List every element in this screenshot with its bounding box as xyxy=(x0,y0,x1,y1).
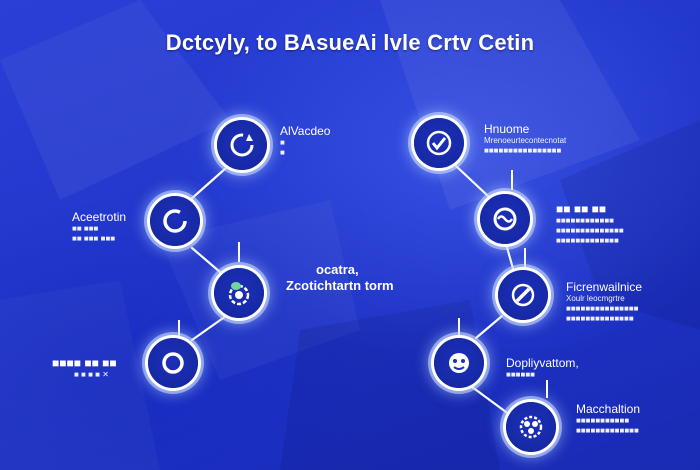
label-left-1-line-1: ■ xyxy=(280,138,285,147)
link-right-3-4 xyxy=(474,314,504,340)
wave-cycle-icon xyxy=(493,207,517,231)
tick-right-5 xyxy=(546,380,548,398)
label-left-4-line-1: ■ ■ ■ ■ ✕ xyxy=(74,370,109,379)
label-right-3-line-2: ■■■■■■■■■■■■■■■ xyxy=(566,304,639,313)
label-right-1-line-2: ■■■■■■■■■■■■■■■■ xyxy=(484,146,562,155)
label-right-2-line-3: ■■■■■■■■■■■■■ xyxy=(556,236,619,245)
node-left-3 xyxy=(214,268,264,318)
node-right-1 xyxy=(414,118,464,168)
tick-right-2 xyxy=(511,170,513,190)
label-right-2: ■■ ■■ ■■ ■■■■■■■■■■■■ ■■■■■■■■■■■■■■ ■■■… xyxy=(556,202,624,246)
node-left-4 xyxy=(148,338,198,388)
slash-icon xyxy=(511,283,535,307)
tick-right-3 xyxy=(524,248,526,268)
label-left-3: ocatra, Zcotichtartn torm xyxy=(286,262,394,294)
label-right-3-title: Ficrenwailnice xyxy=(566,280,643,294)
cycle-icon xyxy=(163,209,187,233)
label-left-1: AlVacdeo ■ ■ xyxy=(280,124,330,158)
label-right-5-title: Macchaltion xyxy=(576,402,641,416)
tick-right-4 xyxy=(458,318,460,336)
label-right-5-line-2: ■■■■■■■■■■■■■ xyxy=(576,426,639,435)
label-right-2-line-2: ■■■■■■■■■■■■■■ xyxy=(556,226,624,235)
label-left-4-title: ■■■■ ■■ ■■ xyxy=(52,356,117,370)
brain-gear-icon xyxy=(519,415,543,439)
node-left-2 xyxy=(150,196,200,246)
label-right-1: Hnuome Mrenoeurtecontecnotat ■■■■■■■■■■■… xyxy=(484,122,566,156)
label-right-4: Dopliyvattom, ■■■■■■ xyxy=(506,356,579,380)
label-left-3-subtitle: Zcotichtartn torm xyxy=(286,278,394,293)
label-left-1-line-2: ■ xyxy=(280,148,285,157)
refresh-icon xyxy=(230,133,254,157)
diagram-title: Dctcyly, to BAsueAi lvle Crtv Cetin xyxy=(165,30,535,55)
link-right-1-2 xyxy=(454,164,490,198)
node-left-1 xyxy=(217,120,267,170)
label-left-2-line-1: ■■ ■■■ xyxy=(72,224,99,233)
link-right-4-5 xyxy=(466,382,508,414)
label-right-2-title: ■■ ■■ ■■ xyxy=(556,202,607,216)
node-right-3 xyxy=(498,270,548,320)
node-right-5 xyxy=(506,402,556,452)
check-icon xyxy=(426,130,452,156)
label-right-3-line-3: ■■■■■■■■■■■■■■ xyxy=(566,314,634,323)
label-left-2-title: Aceetrotin xyxy=(72,210,127,224)
label-left-3-title: ocatra, xyxy=(316,262,359,277)
link-left-3-4 xyxy=(190,314,228,342)
label-left-2-line-2: ■■ ■■■ ■■■ xyxy=(72,234,116,243)
ring-icon xyxy=(162,352,184,374)
face-icon xyxy=(449,353,469,373)
label-right-5: Macchaltion ■■■■■■■■■■■ ■■■■■■■■■■■■■ xyxy=(576,402,640,436)
node-right-2 xyxy=(480,194,530,244)
gear-leaf-icon xyxy=(228,282,250,306)
label-right-1-title: Hnuome xyxy=(484,122,530,136)
label-left-1-title: AlVacdeo xyxy=(280,124,331,138)
link-right-2-3 xyxy=(504,242,516,274)
label-right-5-line-1: ■■■■■■■■■■■ xyxy=(576,416,630,425)
label-left-2: Aceetrotin ■■ ■■■ ■■ ■■■ ■■■ xyxy=(72,210,126,244)
label-right-2-line-1: ■■■■■■■■■■■■ xyxy=(556,216,614,225)
tick-left-4 xyxy=(178,320,180,338)
label-right-1-line-1: Mrenoeurtecontecnotat xyxy=(484,136,567,145)
label-left-4: ■■■■ ■■ ■■ ■ ■ ■ ■ ✕ xyxy=(52,356,117,380)
link-left-2-3 xyxy=(190,246,222,274)
label-right-4-title: Dopliyvattom, xyxy=(506,356,579,370)
label-right-3-line-1: Xoulr leocmgrtre xyxy=(566,294,625,303)
label-right-4-line-1: ■■■■■■ xyxy=(506,370,535,379)
label-right-3: Ficrenwailnice Xoulr leocmgrtre ■■■■■■■■… xyxy=(566,280,642,324)
link-left-1-2 xyxy=(188,166,228,202)
node-right-4 xyxy=(434,338,484,388)
tick-left-3 xyxy=(238,242,240,262)
